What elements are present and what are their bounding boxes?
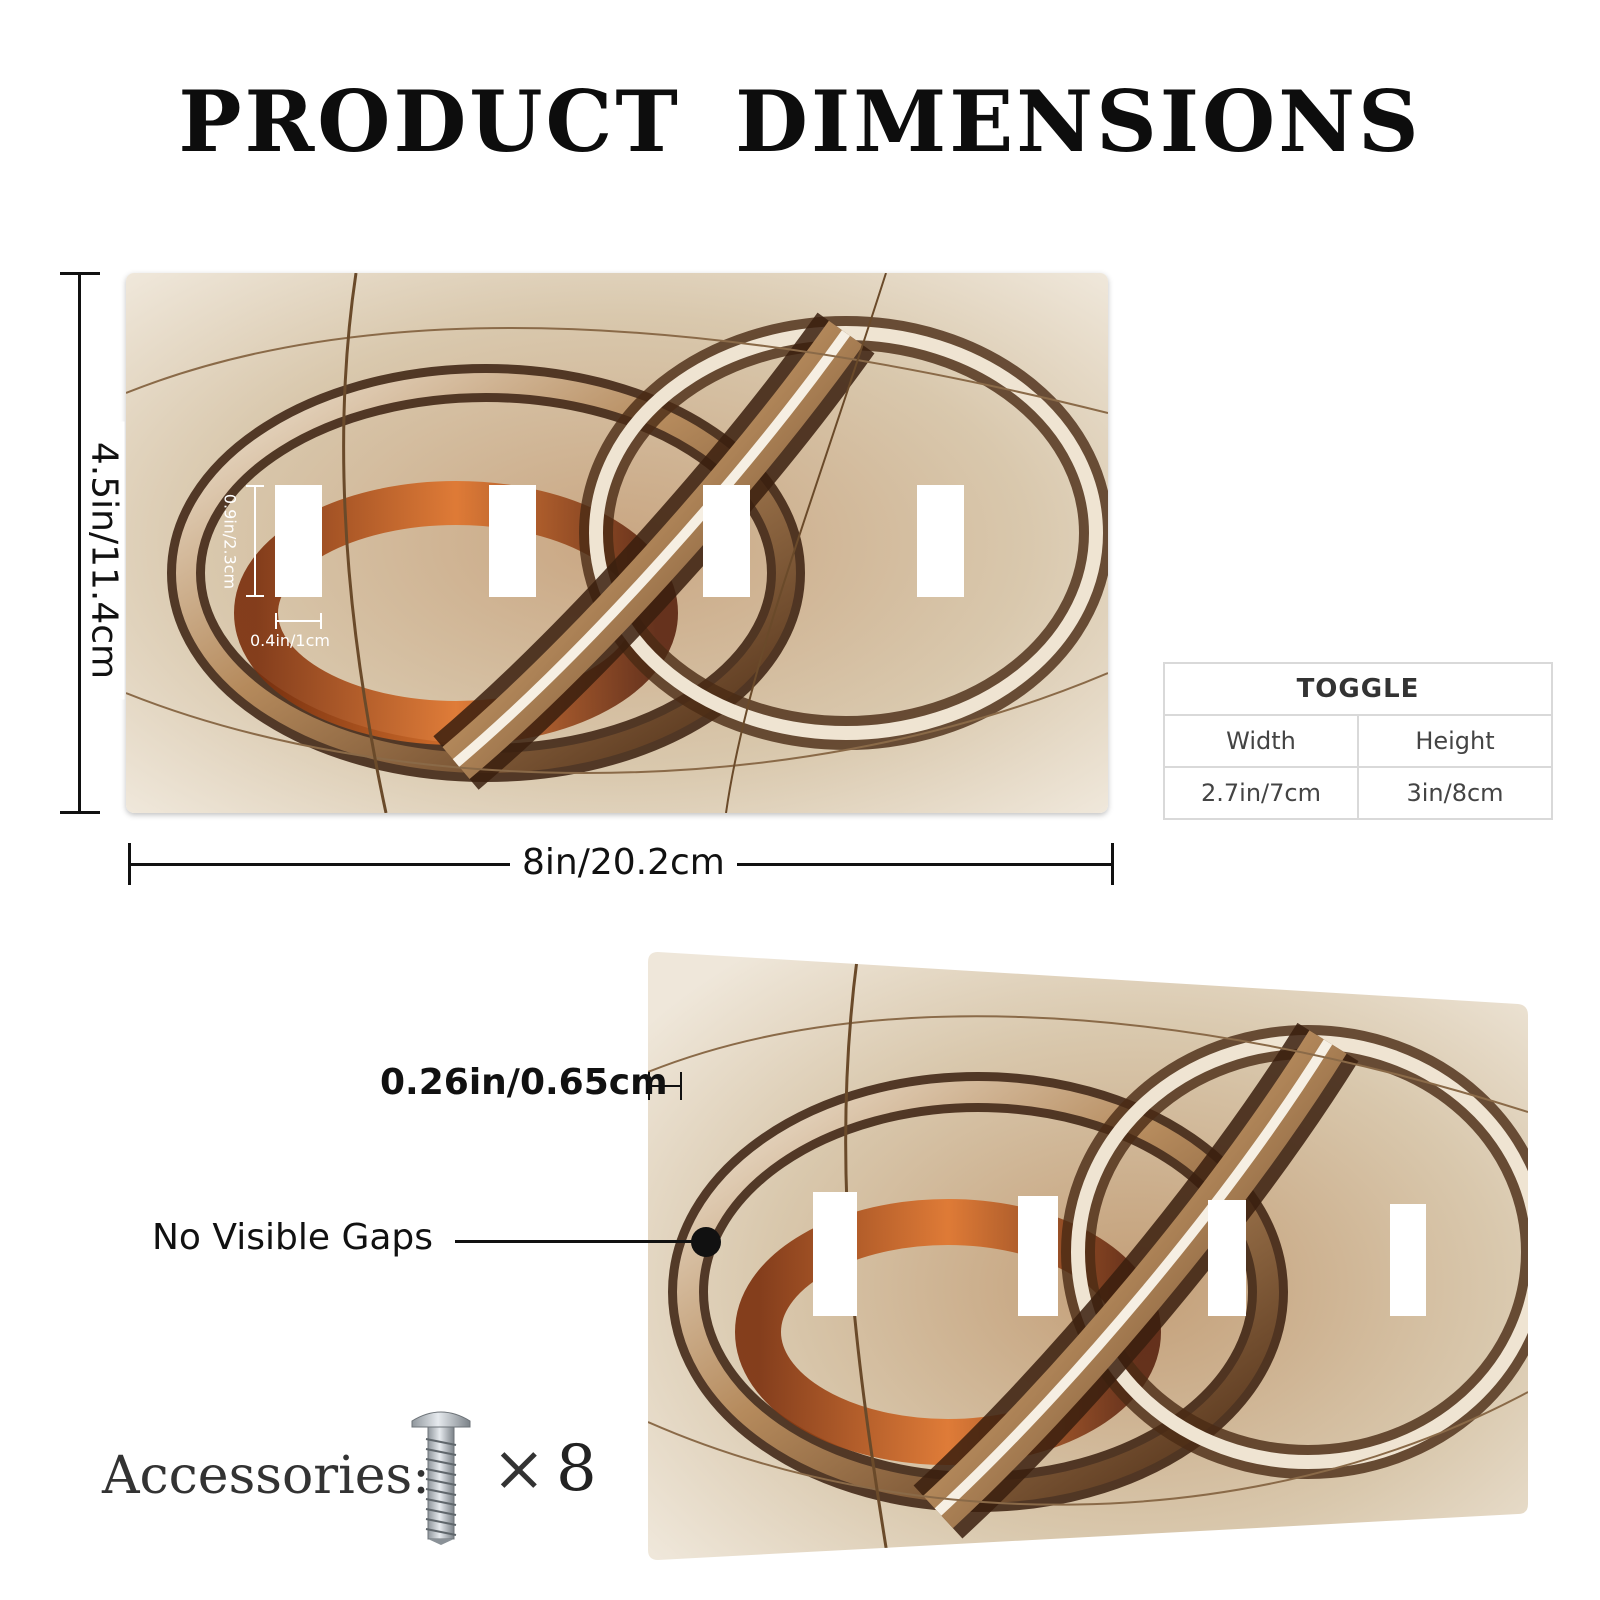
width-label: 8in/20.2cm	[510, 842, 737, 883]
screw-icon	[408, 1405, 474, 1545]
height-label: 4.5in/11.4cm	[83, 421, 125, 700]
height-dimension-line	[78, 272, 81, 814]
spec-column-height: Height	[1357, 714, 1553, 768]
spec-value-height: 3in/8cm	[1357, 766, 1553, 820]
no-visible-gaps-label: No Visible Gaps	[152, 1217, 434, 1258]
thickness-line	[648, 1085, 682, 1087]
width-cap-right	[1111, 843, 1114, 885]
spec-column-width: Width	[1163, 714, 1359, 768]
slot-height-label: 0.9in/2.3cm	[220, 493, 240, 590]
accessories-label: Accessories:	[102, 1446, 430, 1506]
spec-value-width: 2.7in/7cm	[1163, 766, 1359, 820]
height-cap-top	[60, 272, 100, 275]
slot-width-label: 0.4in/1cm	[250, 631, 330, 650]
slot-width-cap-left	[275, 613, 277, 629]
slot-height-line	[254, 485, 256, 597]
wall-plate-front: 0.9in/2.3cm 0.4in/1cm	[126, 273, 1108, 813]
accessories-count: 8	[556, 1432, 597, 1506]
callout-leader-line	[455, 1240, 700, 1243]
toggle-slot-1	[275, 485, 322, 597]
toggle-spec-table: TOGGLE Width Height 2.7in/7cm 3in/8cm	[1163, 662, 1553, 820]
toggle-slot-2	[489, 485, 536, 597]
slot-width-cap-right	[320, 613, 322, 629]
callout-dot	[691, 1227, 721, 1257]
wall-plate-angled	[648, 952, 1528, 1560]
height-cap-bottom	[60, 811, 100, 814]
toggle-slot-3	[703, 485, 750, 597]
width-cap-left	[128, 843, 131, 885]
page-title: PRODUCT DIMENSIONS	[178, 72, 1422, 171]
thickness-label: 0.26in/0.65cm	[380, 1062, 668, 1103]
slot-height-cap-bottom	[246, 595, 264, 597]
spec-table-header: TOGGLE	[1163, 662, 1553, 716]
toggle-slot-4	[917, 485, 964, 597]
swirl-artwork-angled	[648, 952, 1528, 1560]
accessories-times-symbol: ×	[492, 1432, 546, 1506]
slot-width-line	[275, 620, 322, 622]
slot-height-cap-top	[246, 485, 264, 487]
